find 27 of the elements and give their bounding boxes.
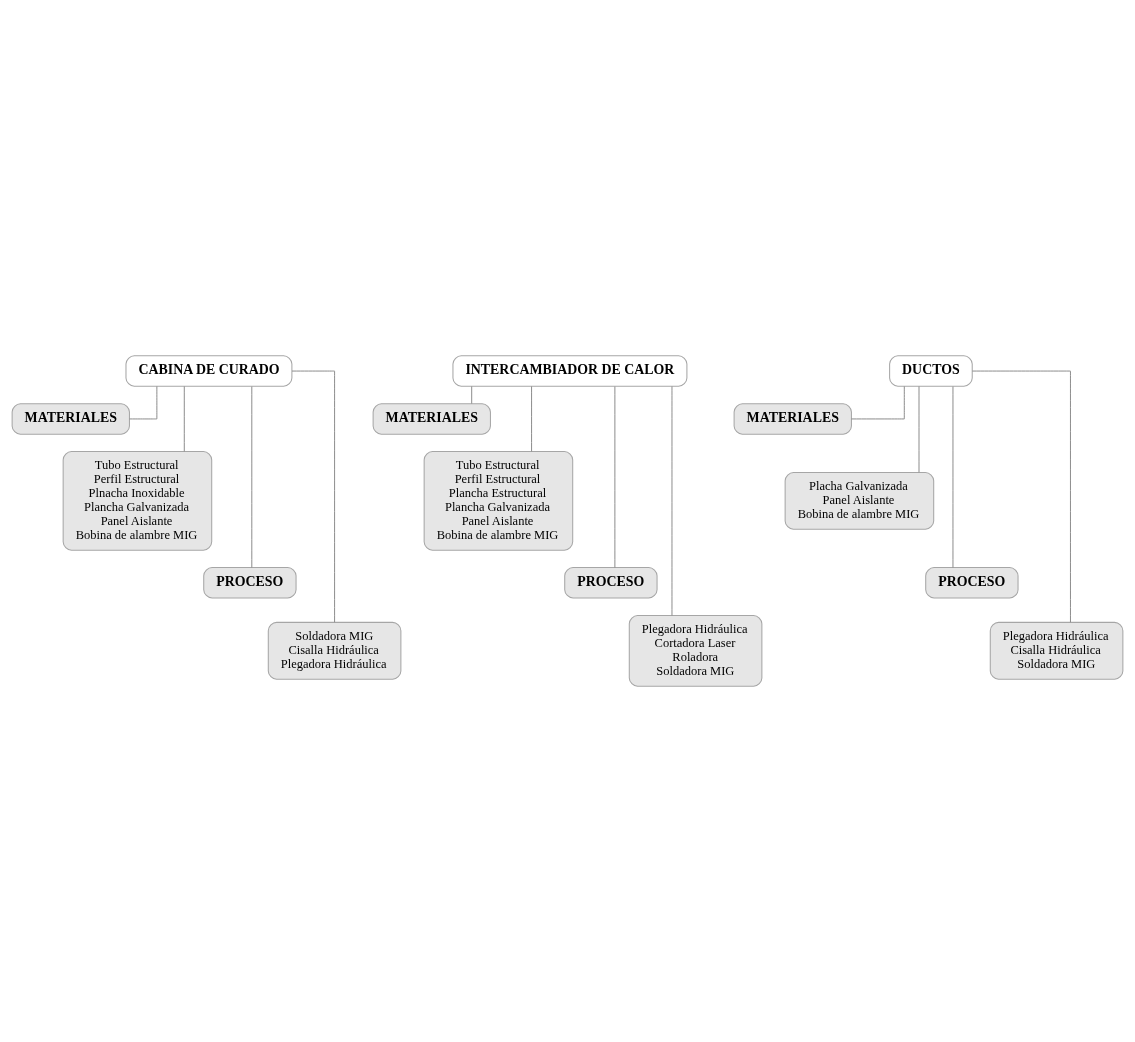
node-box: INTERCAMBIADOR DE CALOR [452, 355, 688, 387]
node-box: Tubo Estructural Perfil Estructural Plancha Estructural Plancha Galvanizada Panel Aislante Bobina de alambre MIG [423, 451, 574, 551]
connector [971, 370, 1071, 623]
connector [952, 386, 954, 568]
node-box: DUCTOS [889, 355, 973, 387]
node-box: Plegadora Hidráulica Cortadora Laser Roladora Soldadora MIG [628, 614, 763, 687]
node-box: MATERIALES [733, 403, 852, 435]
connector [614, 386, 616, 568]
node-box: Placha Galvanizada Panel Aislante Bobina de alambre MIG [784, 471, 935, 530]
connector [918, 386, 920, 473]
connector [291, 370, 336, 623]
node-box: CABINA DE CURADO [125, 355, 293, 387]
node-box: MATERIALES [11, 403, 130, 435]
node-box: Tubo Estructural Perfil Estructural Plnacha Inoxidable Plancha Galvanizada Panel Aislante Bobina de alambre MIG [62, 451, 213, 551]
connector [851, 386, 905, 420]
node-box: MATERIALES [372, 403, 491, 435]
connector [671, 386, 673, 616]
connector [129, 386, 158, 420]
connector [183, 386, 185, 452]
node-box: Plegadora Hidráulica Cisalla Hidráulica Soldadora MIG [989, 621, 1124, 680]
connector [531, 386, 533, 452]
connector [251, 386, 253, 568]
connector [471, 386, 473, 404]
node-box: PROCESO [203, 567, 297, 599]
node-box: PROCESO [925, 567, 1019, 599]
node-box: PROCESO [564, 567, 658, 599]
node-box: Soldadora MIG Cisalla Hidráulica Plegadora Hidráulica [267, 621, 402, 680]
